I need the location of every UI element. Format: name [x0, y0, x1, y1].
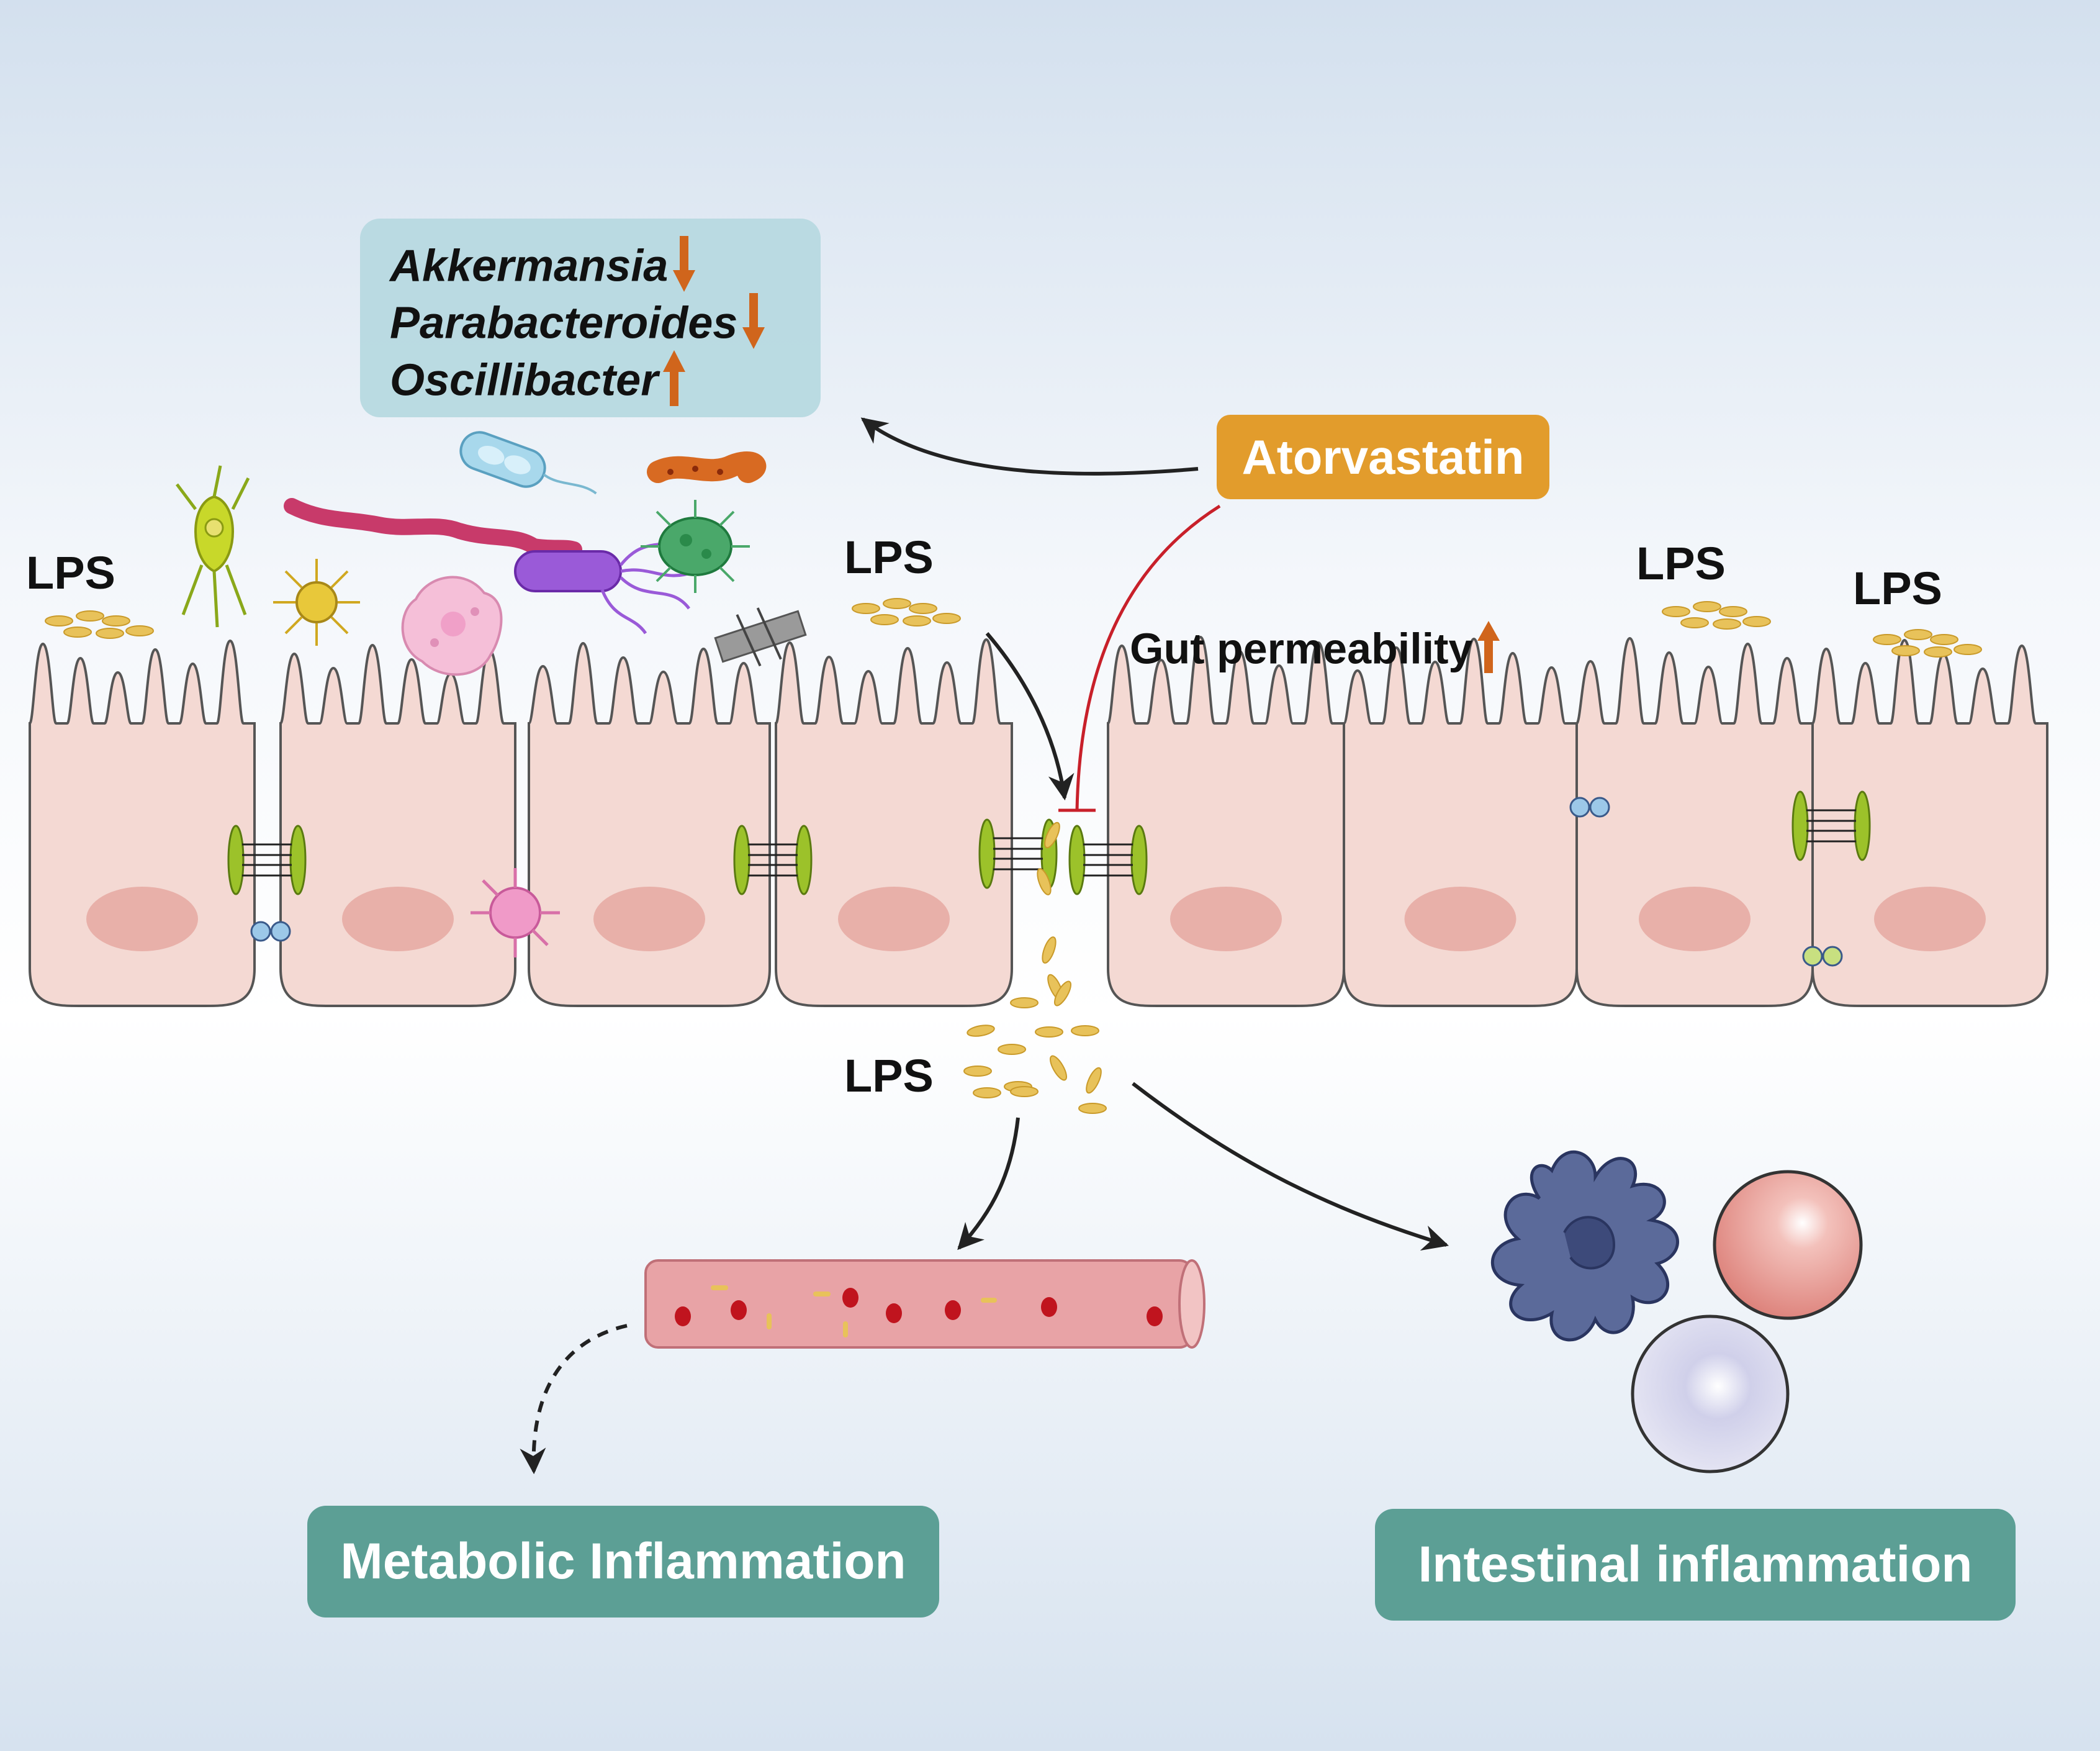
epithelial-cell: [1107, 635, 1345, 1007]
down-arrow-icon: [673, 236, 696, 302]
cell-nucleus: [1404, 887, 1516, 951]
pathway-arrows: [520, 417, 1449, 1475]
cell-nucleus: [1170, 887, 1282, 951]
epithelial-cell: [1343, 637, 1578, 1007]
tight-junction: [733, 825, 813, 895]
lps-label: LPS: [1853, 563, 1942, 614]
epithelial-cell: [1575, 636, 1814, 1007]
leaking-lps: [963, 821, 1107, 1114]
genus-parabacteroides: Parabacteroides: [390, 293, 765, 360]
genus-name: Parabacteroides: [390, 298, 738, 348]
up-arrow-icon: [1477, 621, 1500, 683]
epithelial-cell: [279, 643, 516, 1007]
gut-microbes: [176, 431, 807, 957]
cell-nucleus: [342, 887, 454, 951]
atorvastatin-box: Atorvastatin: [1217, 415, 1549, 499]
microbiota-change-panel: [360, 219, 821, 417]
desmosome: [1802, 946, 1843, 967]
tight-junction: [1068, 825, 1148, 895]
cell-nucleus: [1874, 887, 1986, 951]
permeability-text: Gut permeability: [1130, 624, 1473, 673]
tight-junction: [978, 818, 1058, 889]
epithelial-cell: [29, 639, 256, 1007]
epithelial-cell: [528, 641, 771, 1007]
genus-akkermansia: Akkermansia: [390, 236, 696, 302]
desmosome: [250, 921, 291, 942]
genus-oscillibacter: Oscillibacter: [390, 350, 686, 417]
outcome-label: Intestinal inflammation: [1418, 1536, 1973, 1593]
tight-junction: [227, 825, 307, 895]
intestinal-inflammation-box: Intestinal inflammation: [1375, 1509, 2016, 1621]
lps-label: LPS: [844, 532, 934, 583]
cell-nucleus: [1639, 887, 1751, 951]
cell-nucleus: [593, 887, 705, 951]
desmosome: [1569, 797, 1610, 818]
up-arrow-icon: [663, 350, 686, 417]
cell-nucleus: [86, 887, 198, 951]
drug-label: Atorvastatin: [1242, 429, 1525, 484]
cell-nucleus: [838, 887, 950, 951]
down-arrow-icon: [742, 293, 765, 360]
lps-label: LPS: [26, 547, 115, 599]
lps-label: LPS: [1636, 538, 1726, 589]
genus-name: Akkermansia: [390, 241, 669, 291]
metabolic-inflammation-box: Metabolic Inflammation: [307, 1506, 939, 1618]
lps-label: LPS: [844, 1050, 934, 1102]
tight-junction: [1791, 790, 1871, 861]
epithelial-cell: [775, 638, 1013, 1007]
blood-vessel: [644, 1259, 1205, 1349]
gut-permeability-label: Gut permeability: [1130, 621, 1500, 683]
genus-name: Oscillibacter: [390, 355, 659, 405]
outcome-label: Metabolic Inflammation: [340, 1533, 906, 1590]
intestinal-epithelium: [29, 635, 2048, 1007]
immune-cells: [1490, 1151, 1863, 1473]
inhibition-line: [1058, 504, 1221, 812]
